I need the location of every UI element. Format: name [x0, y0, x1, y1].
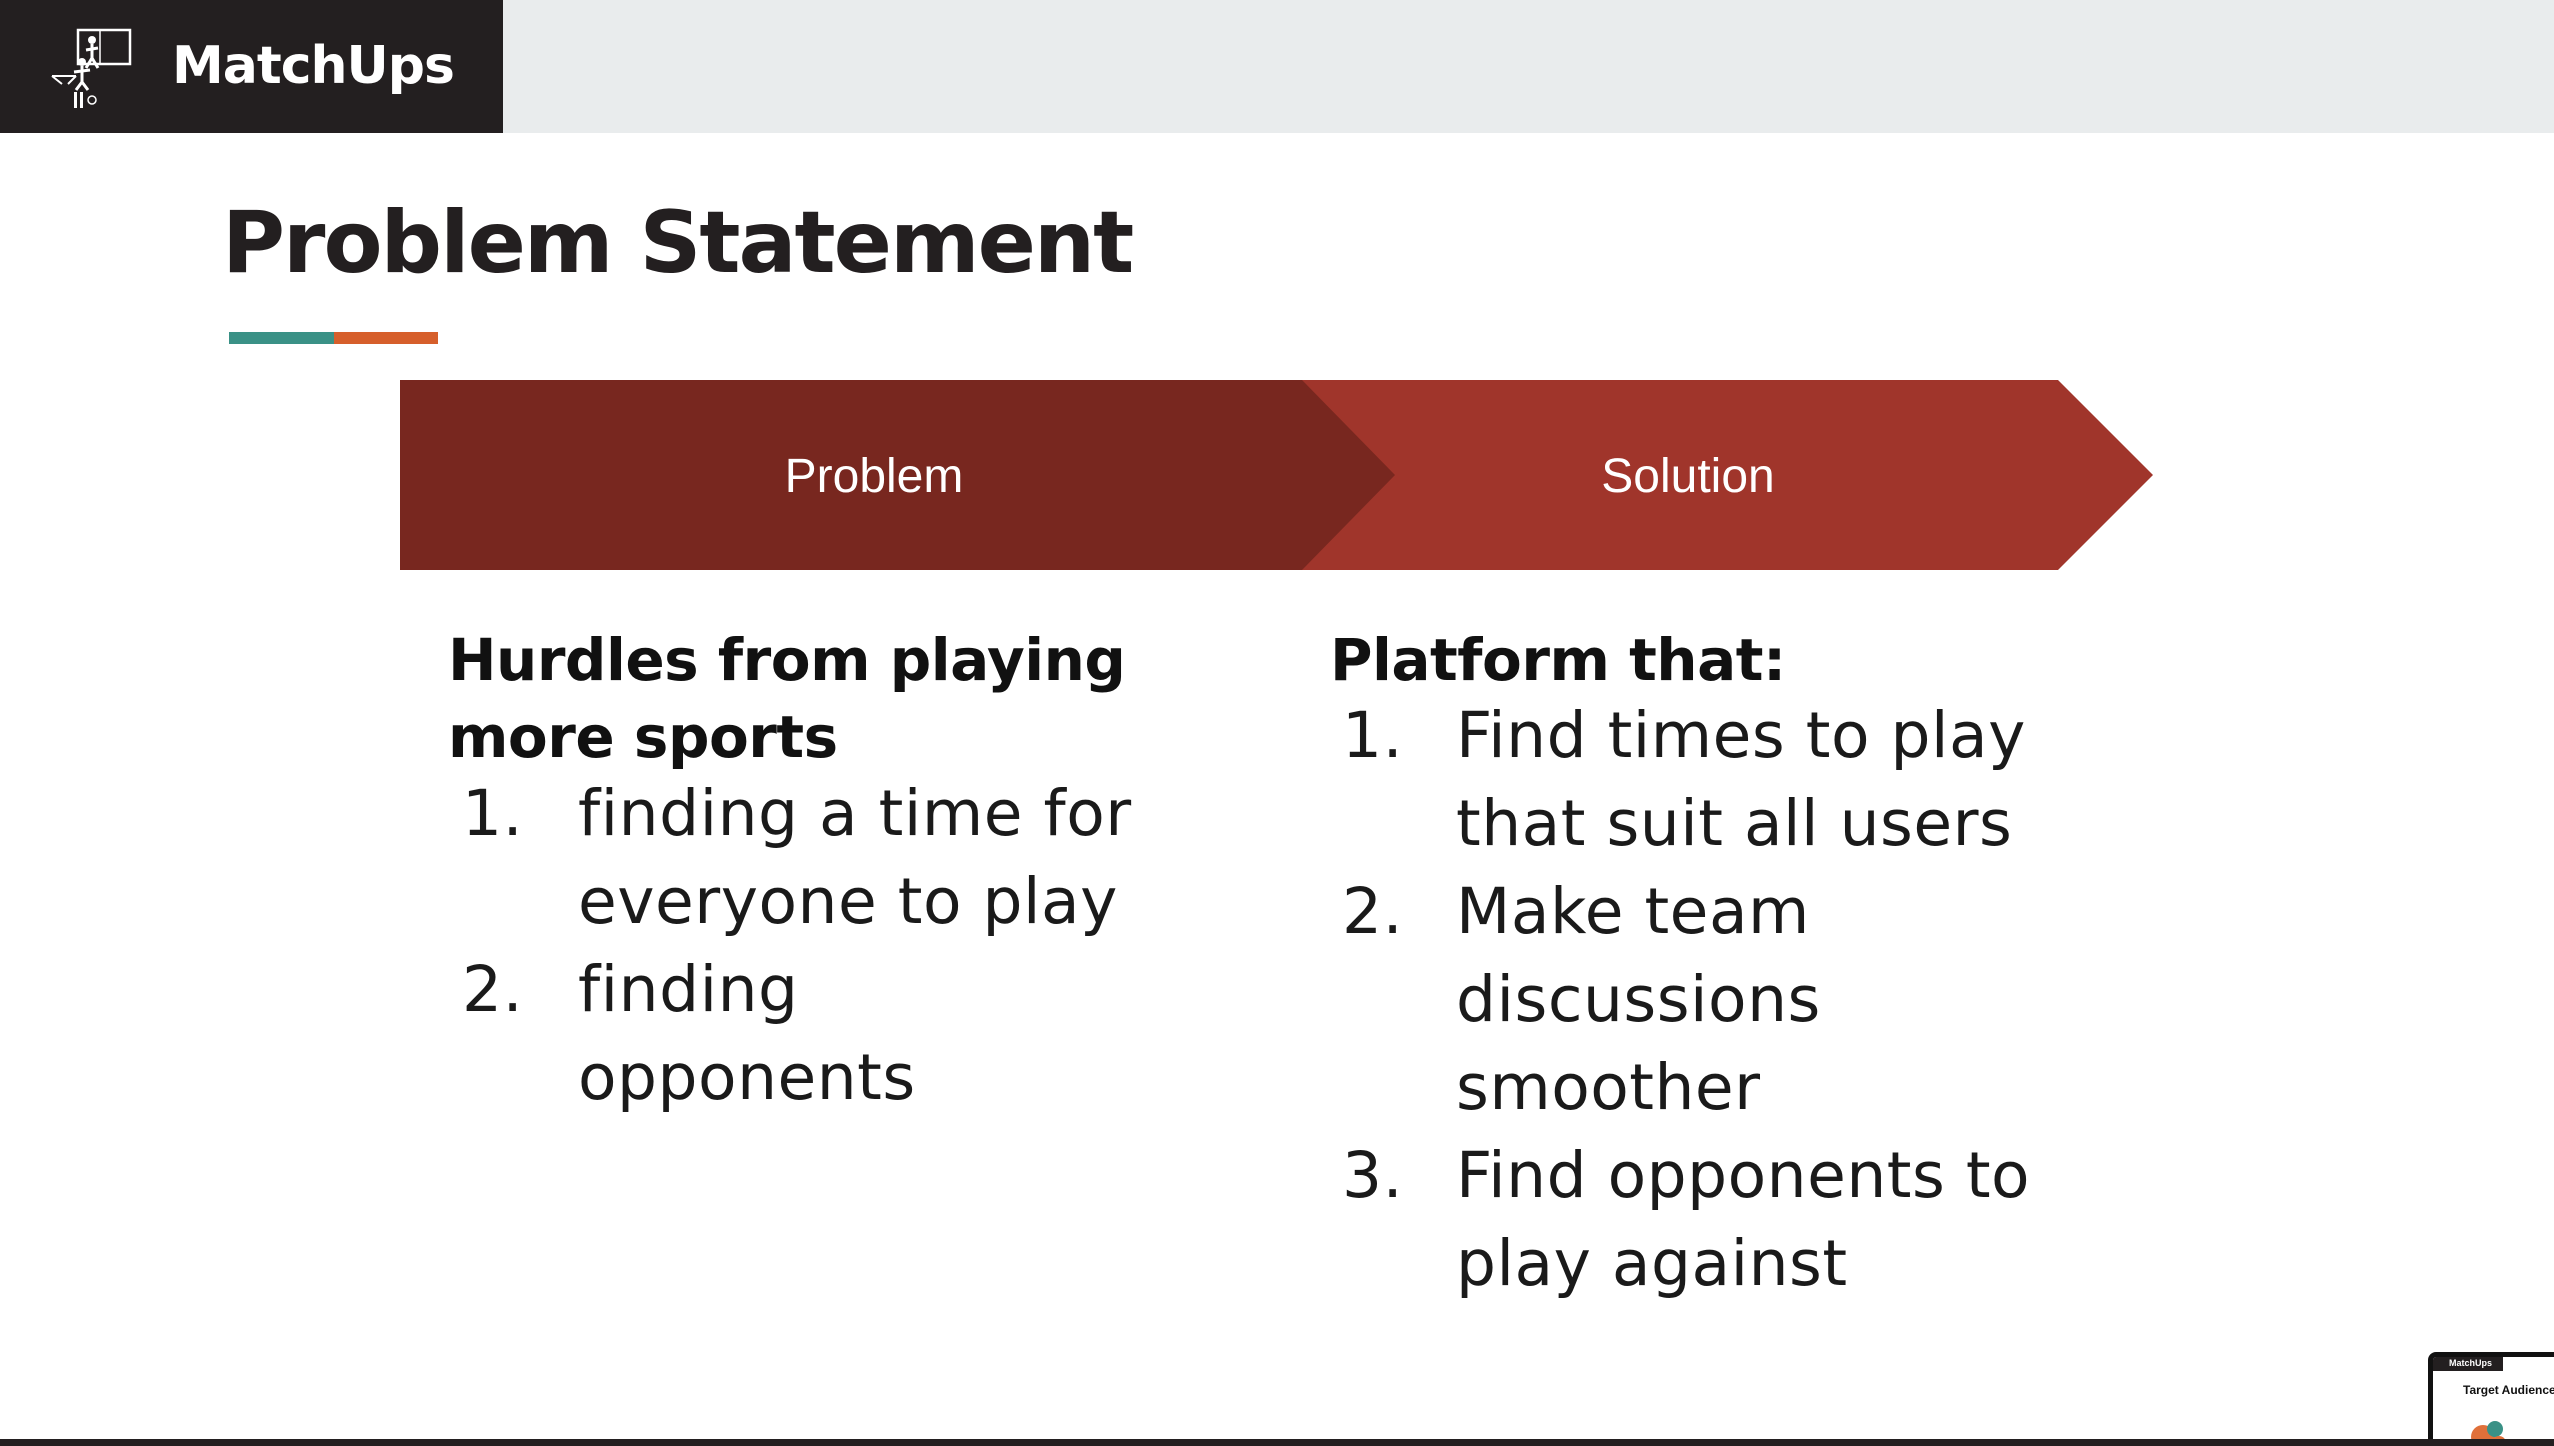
list-item-line: finding a time for	[578, 777, 1132, 850]
page-title: Problem Statement	[222, 193, 1134, 293]
list-item-line: finding	[578, 953, 799, 1026]
problem-chevron	[400, 380, 1395, 570]
solution-heading: Platform that:	[1330, 626, 1786, 694]
list-item-line: play against	[1456, 1227, 1848, 1300]
brand-header: MatchUps	[0, 0, 503, 133]
title-accent-teal	[229, 332, 334, 344]
problem-heading: Hurdles from playing more sports	[448, 622, 1126, 776]
sports-team-logo-icon	[51, 28, 132, 108]
list-item-number: 3.	[1342, 1139, 1404, 1212]
list-item-number: 2.	[1342, 875, 1404, 948]
solution-chevron	[1200, 380, 2153, 570]
bottom-border	[0, 1439, 2554, 1446]
list-item-line: that suit all users	[1456, 787, 2013, 860]
list-item-line: Find times to play	[1456, 699, 2026, 772]
list-item-line: smoother	[1456, 1051, 1761, 1124]
problem-chevron-label: Problem	[785, 450, 964, 503]
thumbnail-title: Target Audience	[2463, 1383, 2554, 1397]
next-slide-thumbnail[interactable]: MatchUps Target Audience	[2428, 1352, 2554, 1446]
list-item-line: opponents	[578, 1041, 916, 1114]
list-item: 1. Find times to play that suit all user…	[1342, 692, 2242, 868]
problem-heading-line: Hurdles from playing	[448, 626, 1126, 694]
thumbnail-brand-bar: MatchUps	[2433, 1357, 2503, 1371]
list-item-line: Make team	[1456, 875, 1810, 948]
list-item-line: discussions	[1456, 963, 1821, 1036]
list-item: 2. finding opponents	[462, 946, 1262, 1122]
thumbnail-brand: MatchUps	[2449, 1358, 2493, 1368]
list-item-number: 2.	[462, 953, 524, 1026]
list-item: 1. finding a time for everyone to play	[462, 770, 1262, 946]
list-item: 2. Make team discussions smoother	[1342, 868, 2242, 1132]
problem-solution-chevrons: Problem Solution	[400, 380, 2153, 570]
brand-name: MatchUps	[172, 36, 455, 96]
list-item-line: Find opponents to	[1456, 1139, 2031, 1212]
problem-list: 1. finding a time for everyone to play 2…	[462, 770, 1262, 1122]
title-accent-orange	[334, 332, 438, 344]
list-item: 3. Find opponents to play against	[1342, 1132, 2242, 1308]
solution-list: 1. Find times to play that suit all user…	[1342, 692, 2242, 1308]
problem-heading-line: more sports	[448, 703, 838, 771]
list-item-number: 1.	[1342, 699, 1404, 772]
solution-chevron-label: Solution	[1601, 450, 1774, 503]
list-item-number: 1.	[462, 777, 524, 850]
list-item-line: everyone to play	[578, 865, 1118, 938]
